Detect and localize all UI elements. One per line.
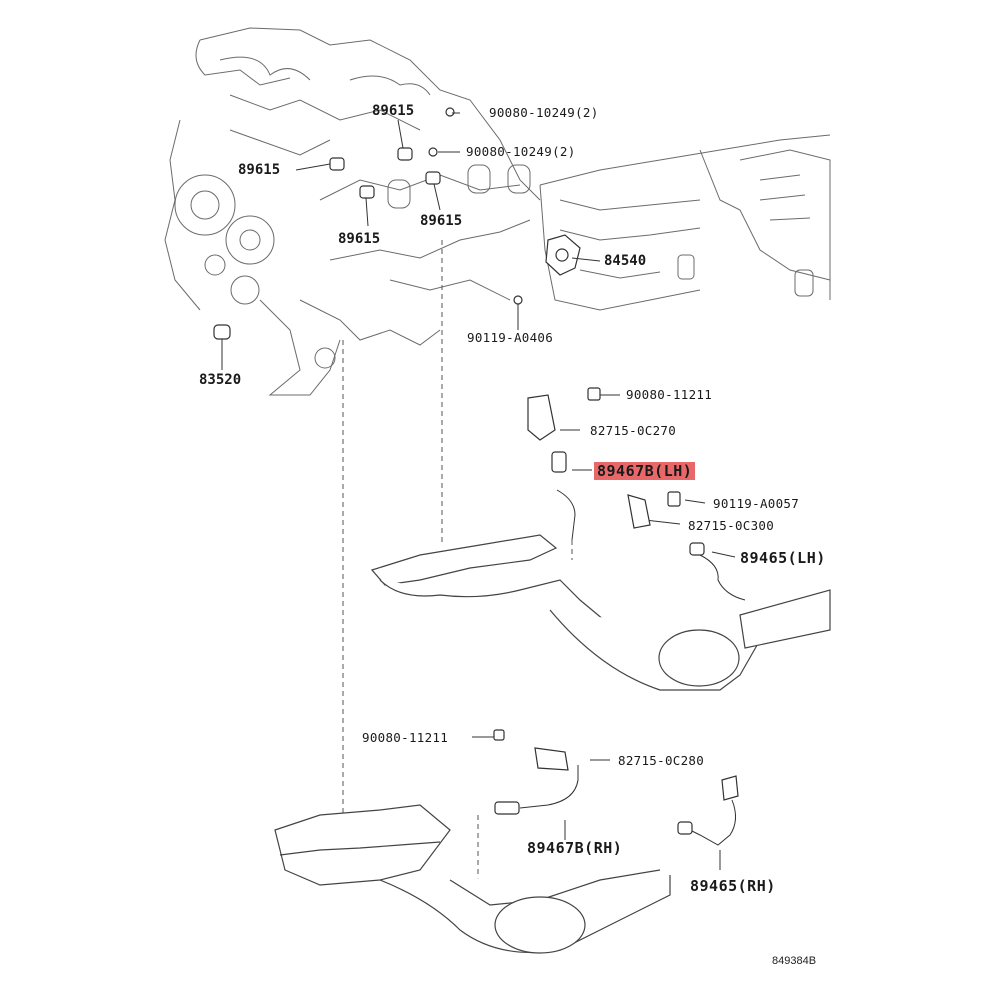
label-89615-a[interactable]: 89615 [372,103,415,119]
label-82715-0c270[interactable]: 82715-0C270 [590,423,677,438]
label-82715-0c300[interactable]: 82715-0C300 [688,518,775,533]
label-89467b-lh-highlighted[interactable]: 89467B(LH) [594,462,696,480]
label-89467b-rh[interactable]: 89467B(RH) [527,839,623,857]
transmission [539,134,831,311]
knock-sensors [329,107,455,199]
label-90119-a0406[interactable]: 90119-A0406 [467,330,554,345]
label-90080-10249-b[interactable]: 90080-10249(2) [466,144,576,159]
label-89465-lh[interactable]: 89465(LH) [740,549,826,567]
label-90080-11211-b[interactable]: 90080-11211 [362,730,449,745]
label-82715-0c280[interactable]: 82715-0C280 [618,753,705,768]
rh-exhaust [274,729,739,954]
label-89615-d[interactable]: 89615 [338,231,381,247]
label-83520[interactable]: 83520 [199,372,242,388]
label-84540[interactable]: 84540 [604,253,647,269]
engine-block [164,27,541,396]
label-89615-c[interactable]: 89615 [420,213,463,229]
dashed-guides [342,240,573,885]
lh-exhaust [370,387,831,691]
oil-pressure-sensor [213,324,231,340]
label-89465-rh[interactable]: 89465(RH) [690,877,776,895]
label-90080-10249-a[interactable]: 90080-10249(2) [489,105,599,120]
label-90080-11211-a[interactable]: 90080-11211 [626,387,713,402]
label-89615-b[interactable]: 89615 [238,162,281,178]
neutral-switch [513,234,581,305]
label-90119-a0057[interactable]: 90119-A0057 [713,496,800,511]
diagram-id: 849384B [772,955,817,967]
